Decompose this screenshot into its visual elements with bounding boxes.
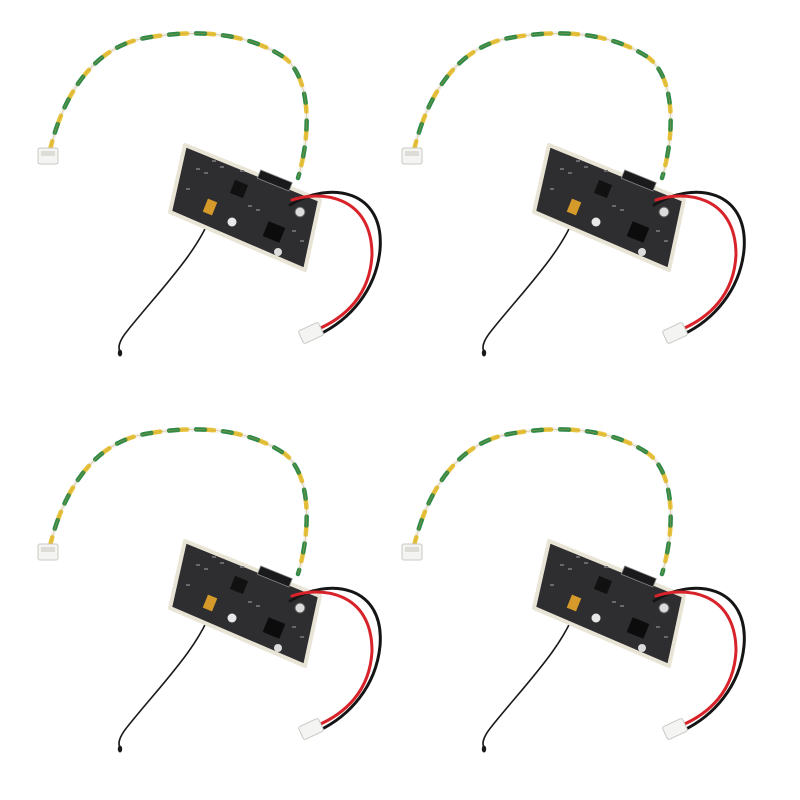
photo-canvas	[0, 0, 800, 800]
photo-background	[0, 0, 800, 800]
product-photo	[0, 0, 800, 800]
